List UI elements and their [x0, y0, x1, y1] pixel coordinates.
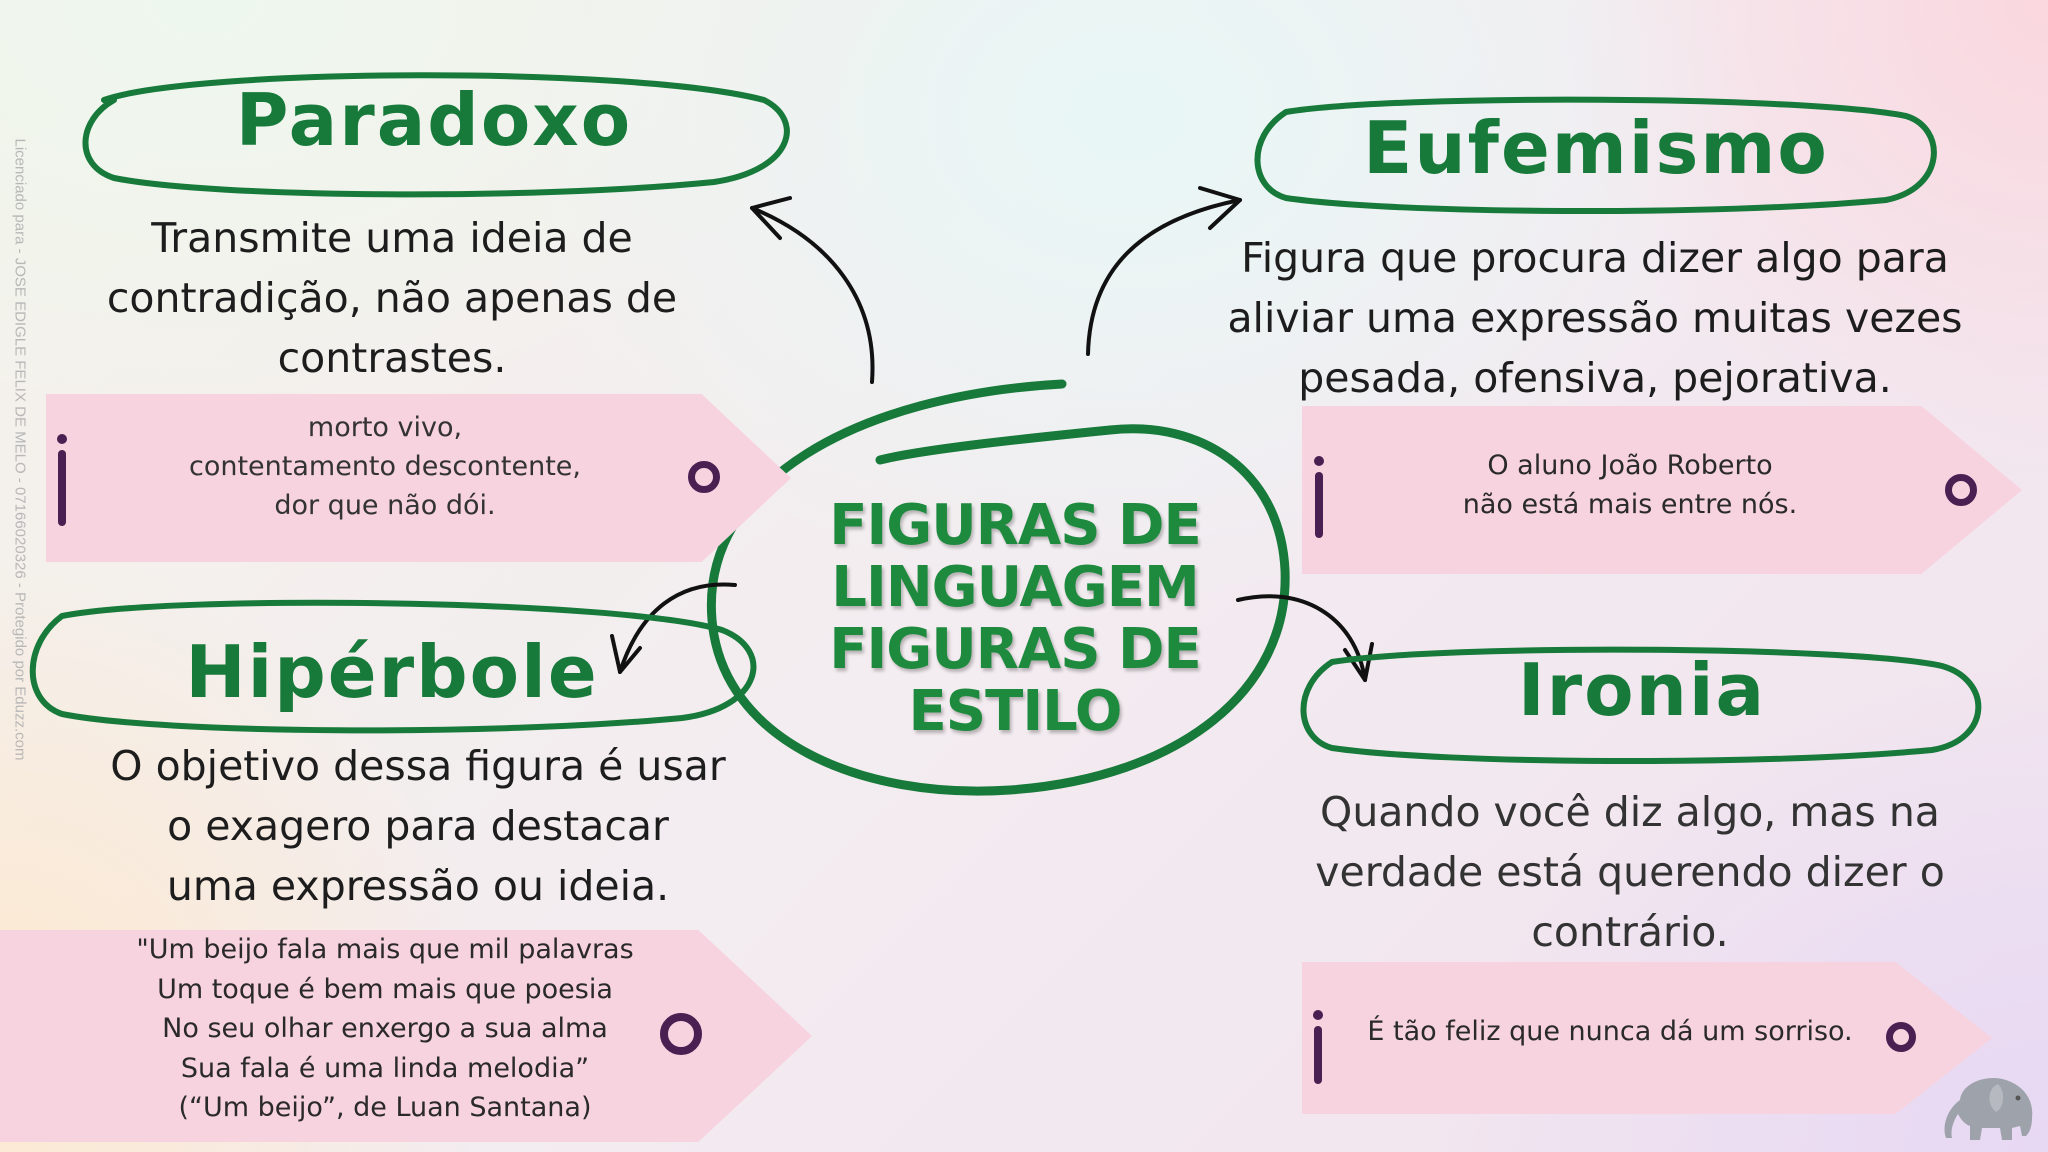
circle-o-icon: [688, 461, 720, 493]
center-line-3: FIGURAS DE: [829, 617, 1202, 682]
ironia-title-ring: [1300, 646, 1982, 765]
center-line-4: ESTILO: [908, 679, 1123, 744]
eufemismo-description: Figura que procura dizer algo para alivi…: [1227, 234, 1963, 402]
arrow-hiperbole: [618, 582, 737, 674]
center-title: FIGURAS DE LINGUAGEM FIGURAS DE ESTILO: [785, 495, 1245, 743]
paradoxo-example: morto vivo, contentamento descontente, d…: [188, 412, 581, 521]
circle-o-icon: [1886, 1022, 1916, 1052]
ironia-example-tag: [1302, 962, 1992, 1114]
info-i-icon: [57, 434, 67, 526]
arrow-paradoxo: [750, 206, 875, 384]
elephant-logo-icon: [1944, 1078, 2033, 1140]
paradoxo-description: Transmite uma ideia de contradição, não …: [106, 214, 678, 382]
hiperbole-example: "Um beijo fala mais que mil palavras Um …: [136, 934, 634, 1123]
circle-o-icon: [1945, 474, 1977, 506]
hiperbole-title: Hipérbole: [185, 630, 599, 714]
eufemismo-title: Eufemismo: [1363, 106, 1829, 190]
info-i-icon: [1314, 456, 1324, 538]
eufemismo-example: O aluno João Roberto não está mais entre…: [1462, 450, 1798, 520]
center-line-1: FIGURAS DE: [829, 493, 1202, 558]
paradoxo-example-tag: [46, 394, 791, 562]
center-line-2: LINGUAGEM: [831, 555, 1199, 620]
hiperbole-description: O objetivo dessa figura é usar o exagero…: [110, 742, 726, 910]
arrow-eufemismo: [1086, 198, 1242, 356]
info-i-icon: [1313, 1010, 1323, 1084]
ironia-title: Ironia: [1517, 648, 1767, 732]
paradoxo-title: Paradoxo: [235, 78, 633, 162]
ironia-example: É tão feliz que nunca dá um sorriso.: [1367, 1016, 1853, 1047]
paradoxo-title-ring: [82, 72, 790, 198]
ironia-description: Quando você diz algo, mas na verdade est…: [1315, 788, 1945, 956]
eufemismo-example-tag: [1302, 406, 2022, 574]
circle-o-icon: [660, 1013, 702, 1055]
hiperbole-title-ring: [29, 599, 757, 734]
eufemismo-title-ring: [1254, 96, 1937, 215]
